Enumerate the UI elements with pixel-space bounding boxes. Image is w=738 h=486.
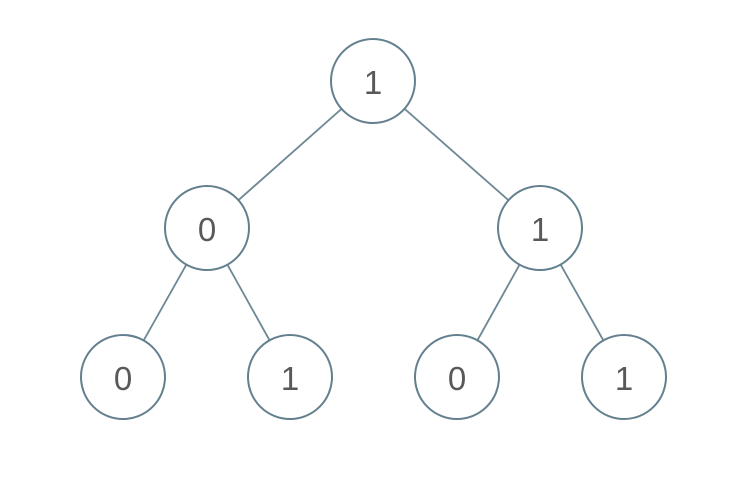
tree-node-n11: 1 <box>581 334 667 420</box>
tree-node-label: 1 <box>281 360 299 397</box>
tree-node-n10: 0 <box>414 334 500 420</box>
tree-node-n1: 1 <box>497 185 583 271</box>
tree-node-circle <box>247 334 333 420</box>
tree-node-n00: 0 <box>80 334 166 420</box>
tree-node-label: 0 <box>198 211 216 248</box>
tree-node-circle <box>414 334 500 420</box>
tree-node-label: 0 <box>448 360 466 397</box>
tree-node-circle <box>164 185 250 271</box>
tree-node-label: 1 <box>531 211 549 248</box>
tree-node-circle <box>581 334 667 420</box>
tree-node-label: 1 <box>364 64 382 101</box>
tree-node-circle <box>80 334 166 420</box>
tree-node-circle <box>497 185 583 271</box>
tree-node-label: 1 <box>615 360 633 397</box>
tree-node-circle <box>330 38 416 124</box>
tree-node-n0: 0 <box>164 185 250 271</box>
tree-node-n01: 1 <box>247 334 333 420</box>
tree-node-root: 1 <box>330 38 416 124</box>
tree-node-label: 0 <box>114 360 132 397</box>
